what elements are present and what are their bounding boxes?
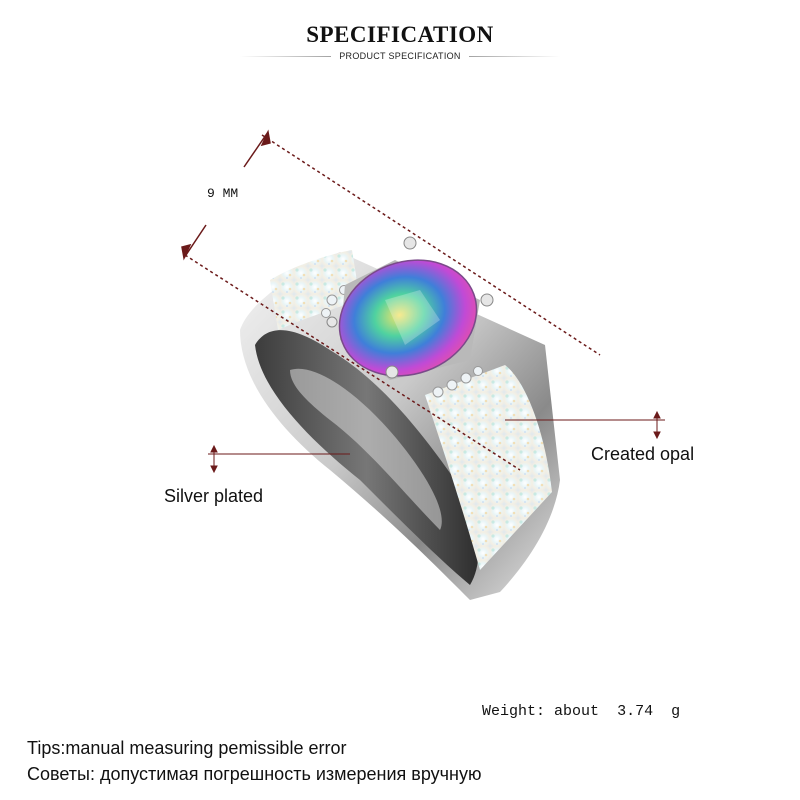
page-title: SPECIFICATION — [306, 22, 494, 47]
center-gem — [326, 236, 494, 380]
dimension-line-top — [261, 134, 601, 356]
dimension-line-bottom — [184, 254, 521, 471]
page-subtitle: PRODUCT SPECIFICATION — [0, 51, 800, 61]
weight-about: about — [554, 703, 600, 720]
dimension-arrow-top — [243, 131, 269, 168]
dimension-lines — [181, 129, 601, 471]
weight-label: Weight: — [482, 703, 546, 720]
opal-inlay — [270, 250, 552, 570]
tip-russian: Советы: допустимая погрешность измерения… — [27, 764, 482, 784]
page-subtitle-text: PRODUCT SPECIFICATION — [331, 51, 469, 61]
callout-silver-label: Silver plated — [164, 486, 264, 506]
dimension-arrow-bottom — [183, 224, 207, 259]
title-divider-right — [460, 56, 560, 57]
weight-info: Weight: about 3.74 g — [482, 703, 680, 720]
side-stones — [321, 285, 483, 398]
dimension-label: 9 MM — [207, 186, 239, 201]
tip-english: Tips:manual measuring pemissible error — [27, 738, 347, 758]
weight-value: 3.74 — [617, 703, 654, 720]
callout-silver-line — [208, 444, 350, 474]
callout-opal-label: Created opal — [591, 444, 695, 464]
callout-opal-line — [505, 410, 665, 440]
title-divider-left — [240, 56, 340, 57]
weight-unit: g — [671, 703, 681, 720]
